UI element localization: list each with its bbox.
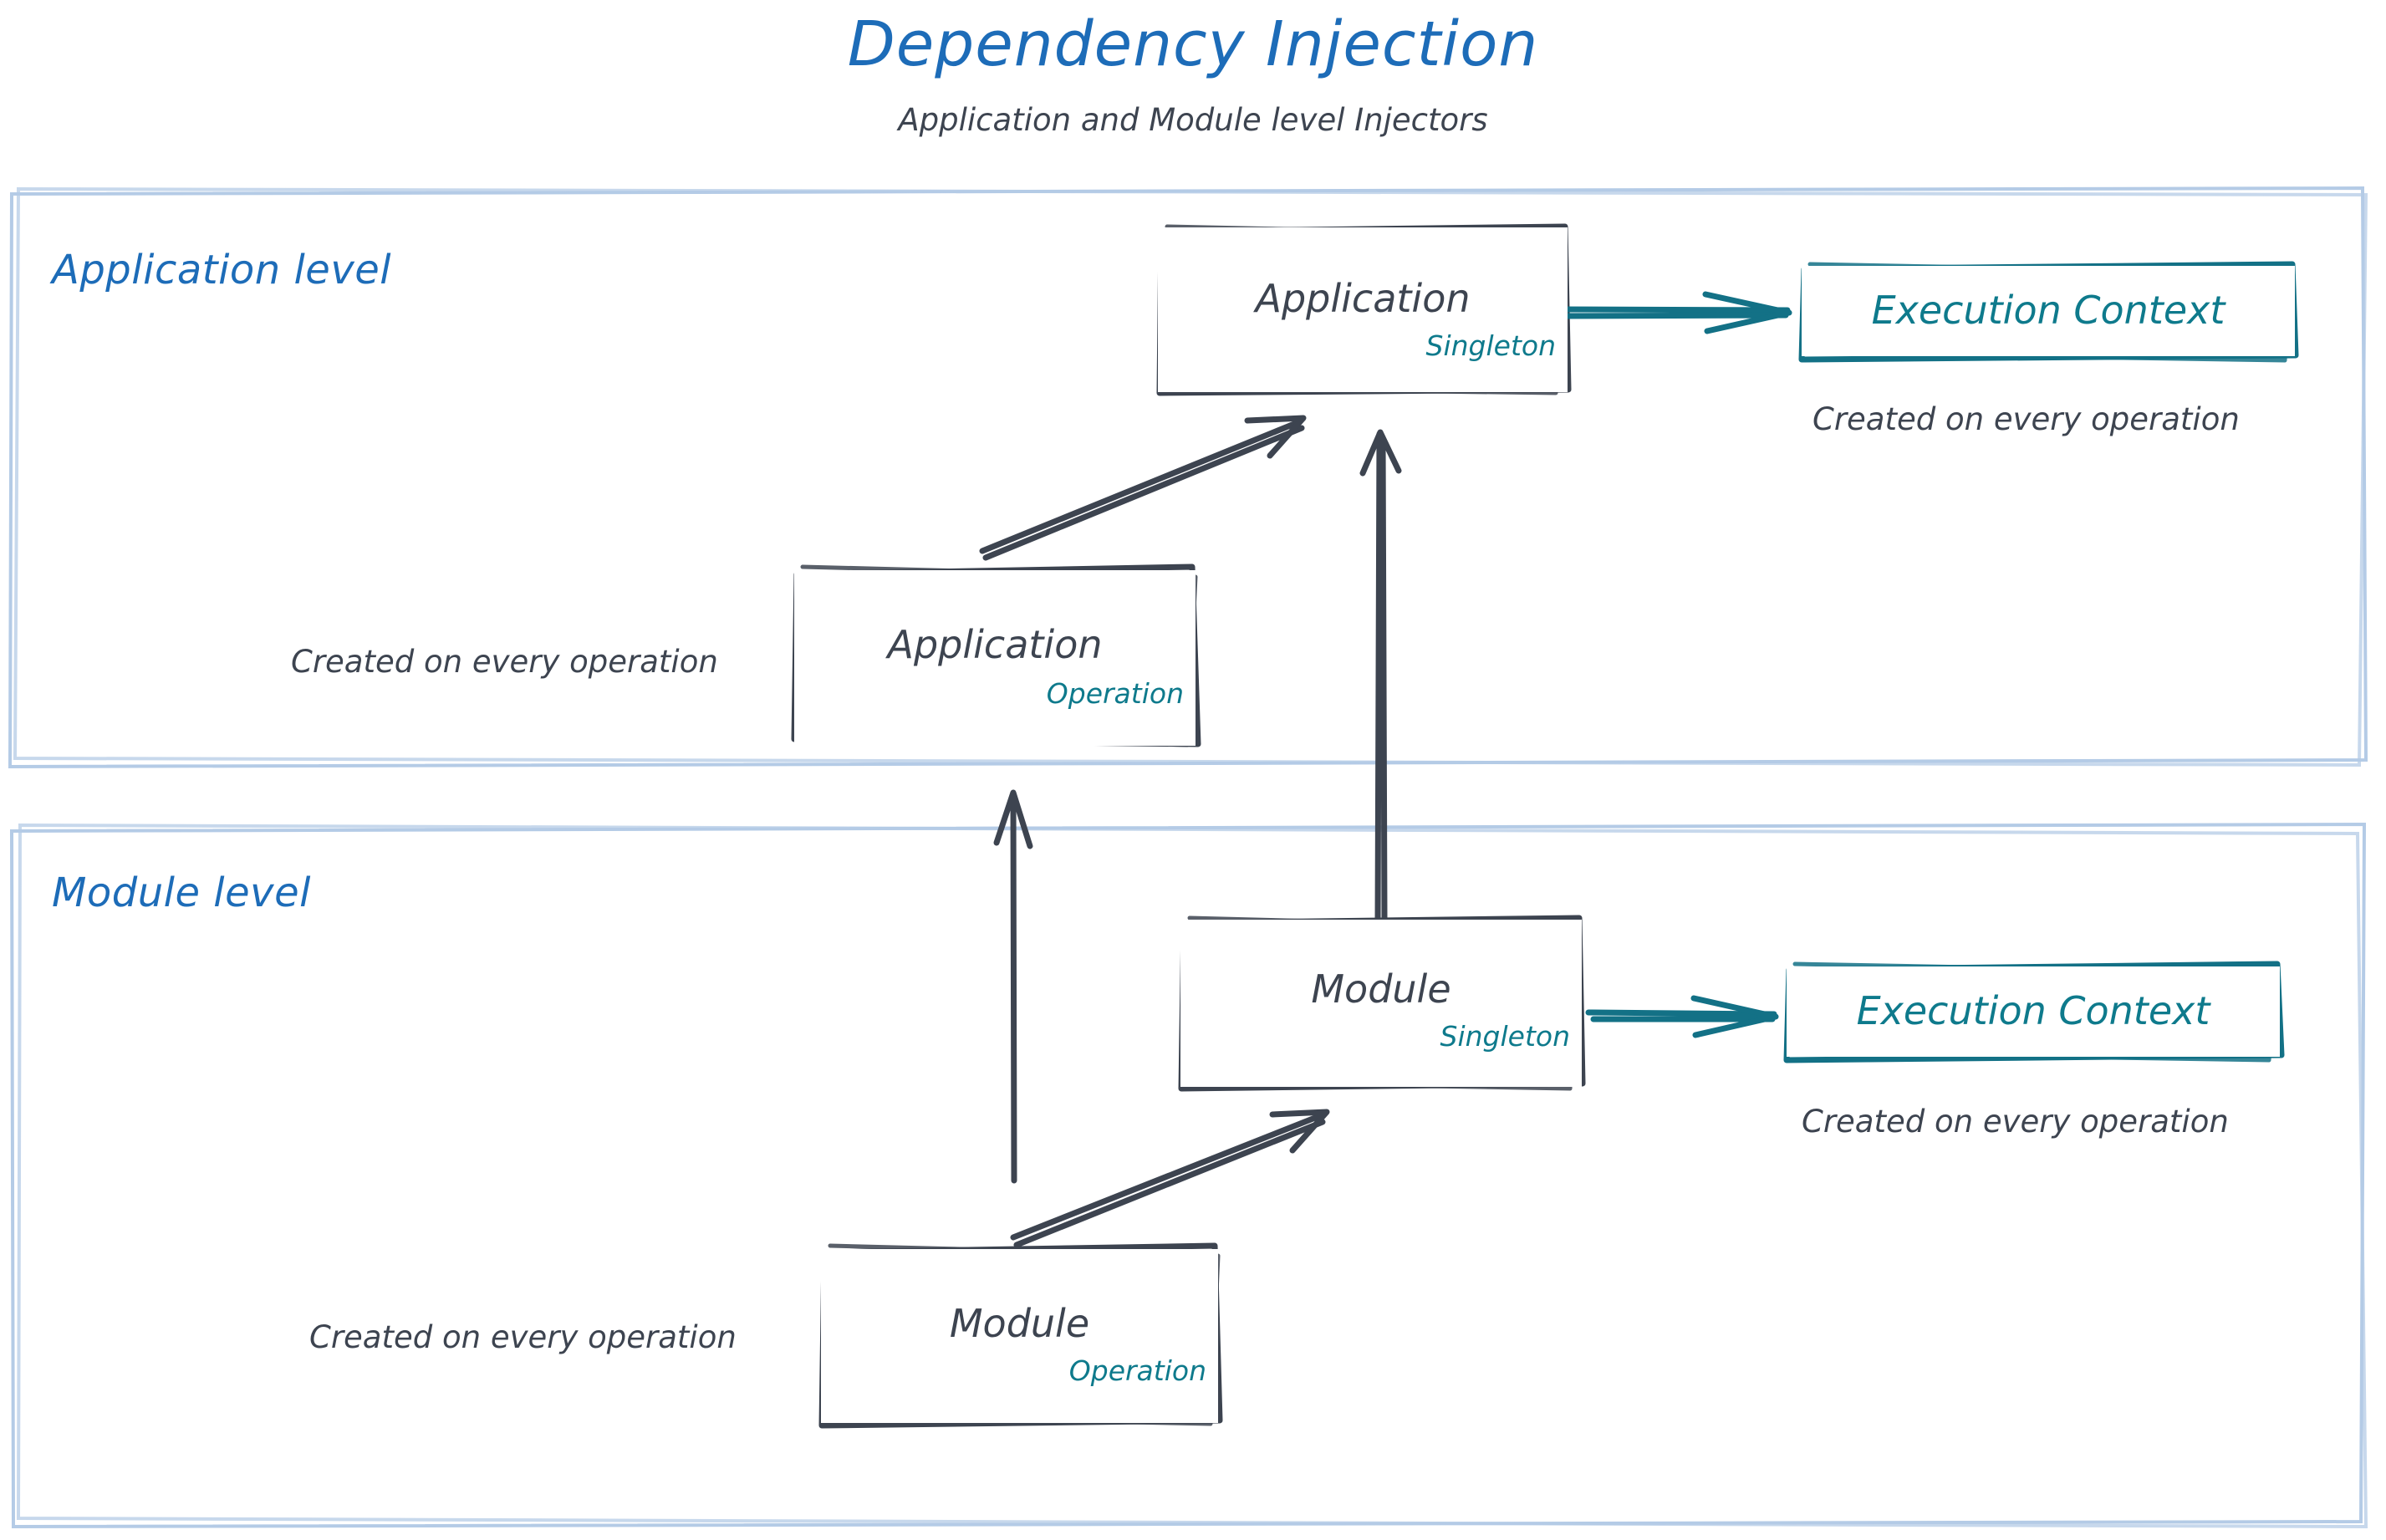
mod-execution-context-box[interactable]: Execution Context: [1787, 966, 2280, 1057]
note-application-operation-created: Created on every operation: [291, 644, 718, 680]
page-subtitle: Application and Module level Injectors: [898, 102, 1488, 138]
app-execution-context-caption: Created on every operation: [1812, 401, 2240, 437]
node-application-singleton[interactable]: Application Singleton: [1158, 227, 1568, 392]
node-module-operation-scope: Operation: [1068, 1354, 1206, 1387]
node-application-operation-title: Application: [887, 622, 1103, 667]
node-module-operation[interactable]: Module Operation: [821, 1249, 1218, 1423]
page-title: Dependency Injection: [847, 8, 1539, 80]
mod-execution-context-label: Execution Context: [1856, 988, 2210, 1033]
mod-execution-context-caption: Created on every operation: [1802, 1104, 2229, 1140]
app-execution-context-label: Execution Context: [1871, 288, 2225, 333]
node-application-singleton-scope: Singleton: [1425, 329, 1557, 362]
node-application-singleton-title: Application: [1255, 276, 1471, 321]
node-module-operation-title: Module: [949, 1301, 1090, 1346]
node-application-operation-scope: Operation: [1046, 677, 1184, 710]
node-application-operation[interactable]: Application Operation: [794, 570, 1196, 746]
module-level-label: Module level: [52, 869, 311, 916]
node-module-singleton-scope: Singleton: [1440, 1020, 1571, 1053]
note-module-operation-created: Created on every operation: [309, 1319, 737, 1355]
node-module-singleton-title: Module: [1311, 966, 1451, 1012]
app-execution-context-box[interactable]: Execution Context: [1802, 266, 2295, 356]
node-module-singleton[interactable]: Module Singleton: [1180, 920, 1582, 1087]
application-level-label: Application level: [52, 247, 392, 293]
